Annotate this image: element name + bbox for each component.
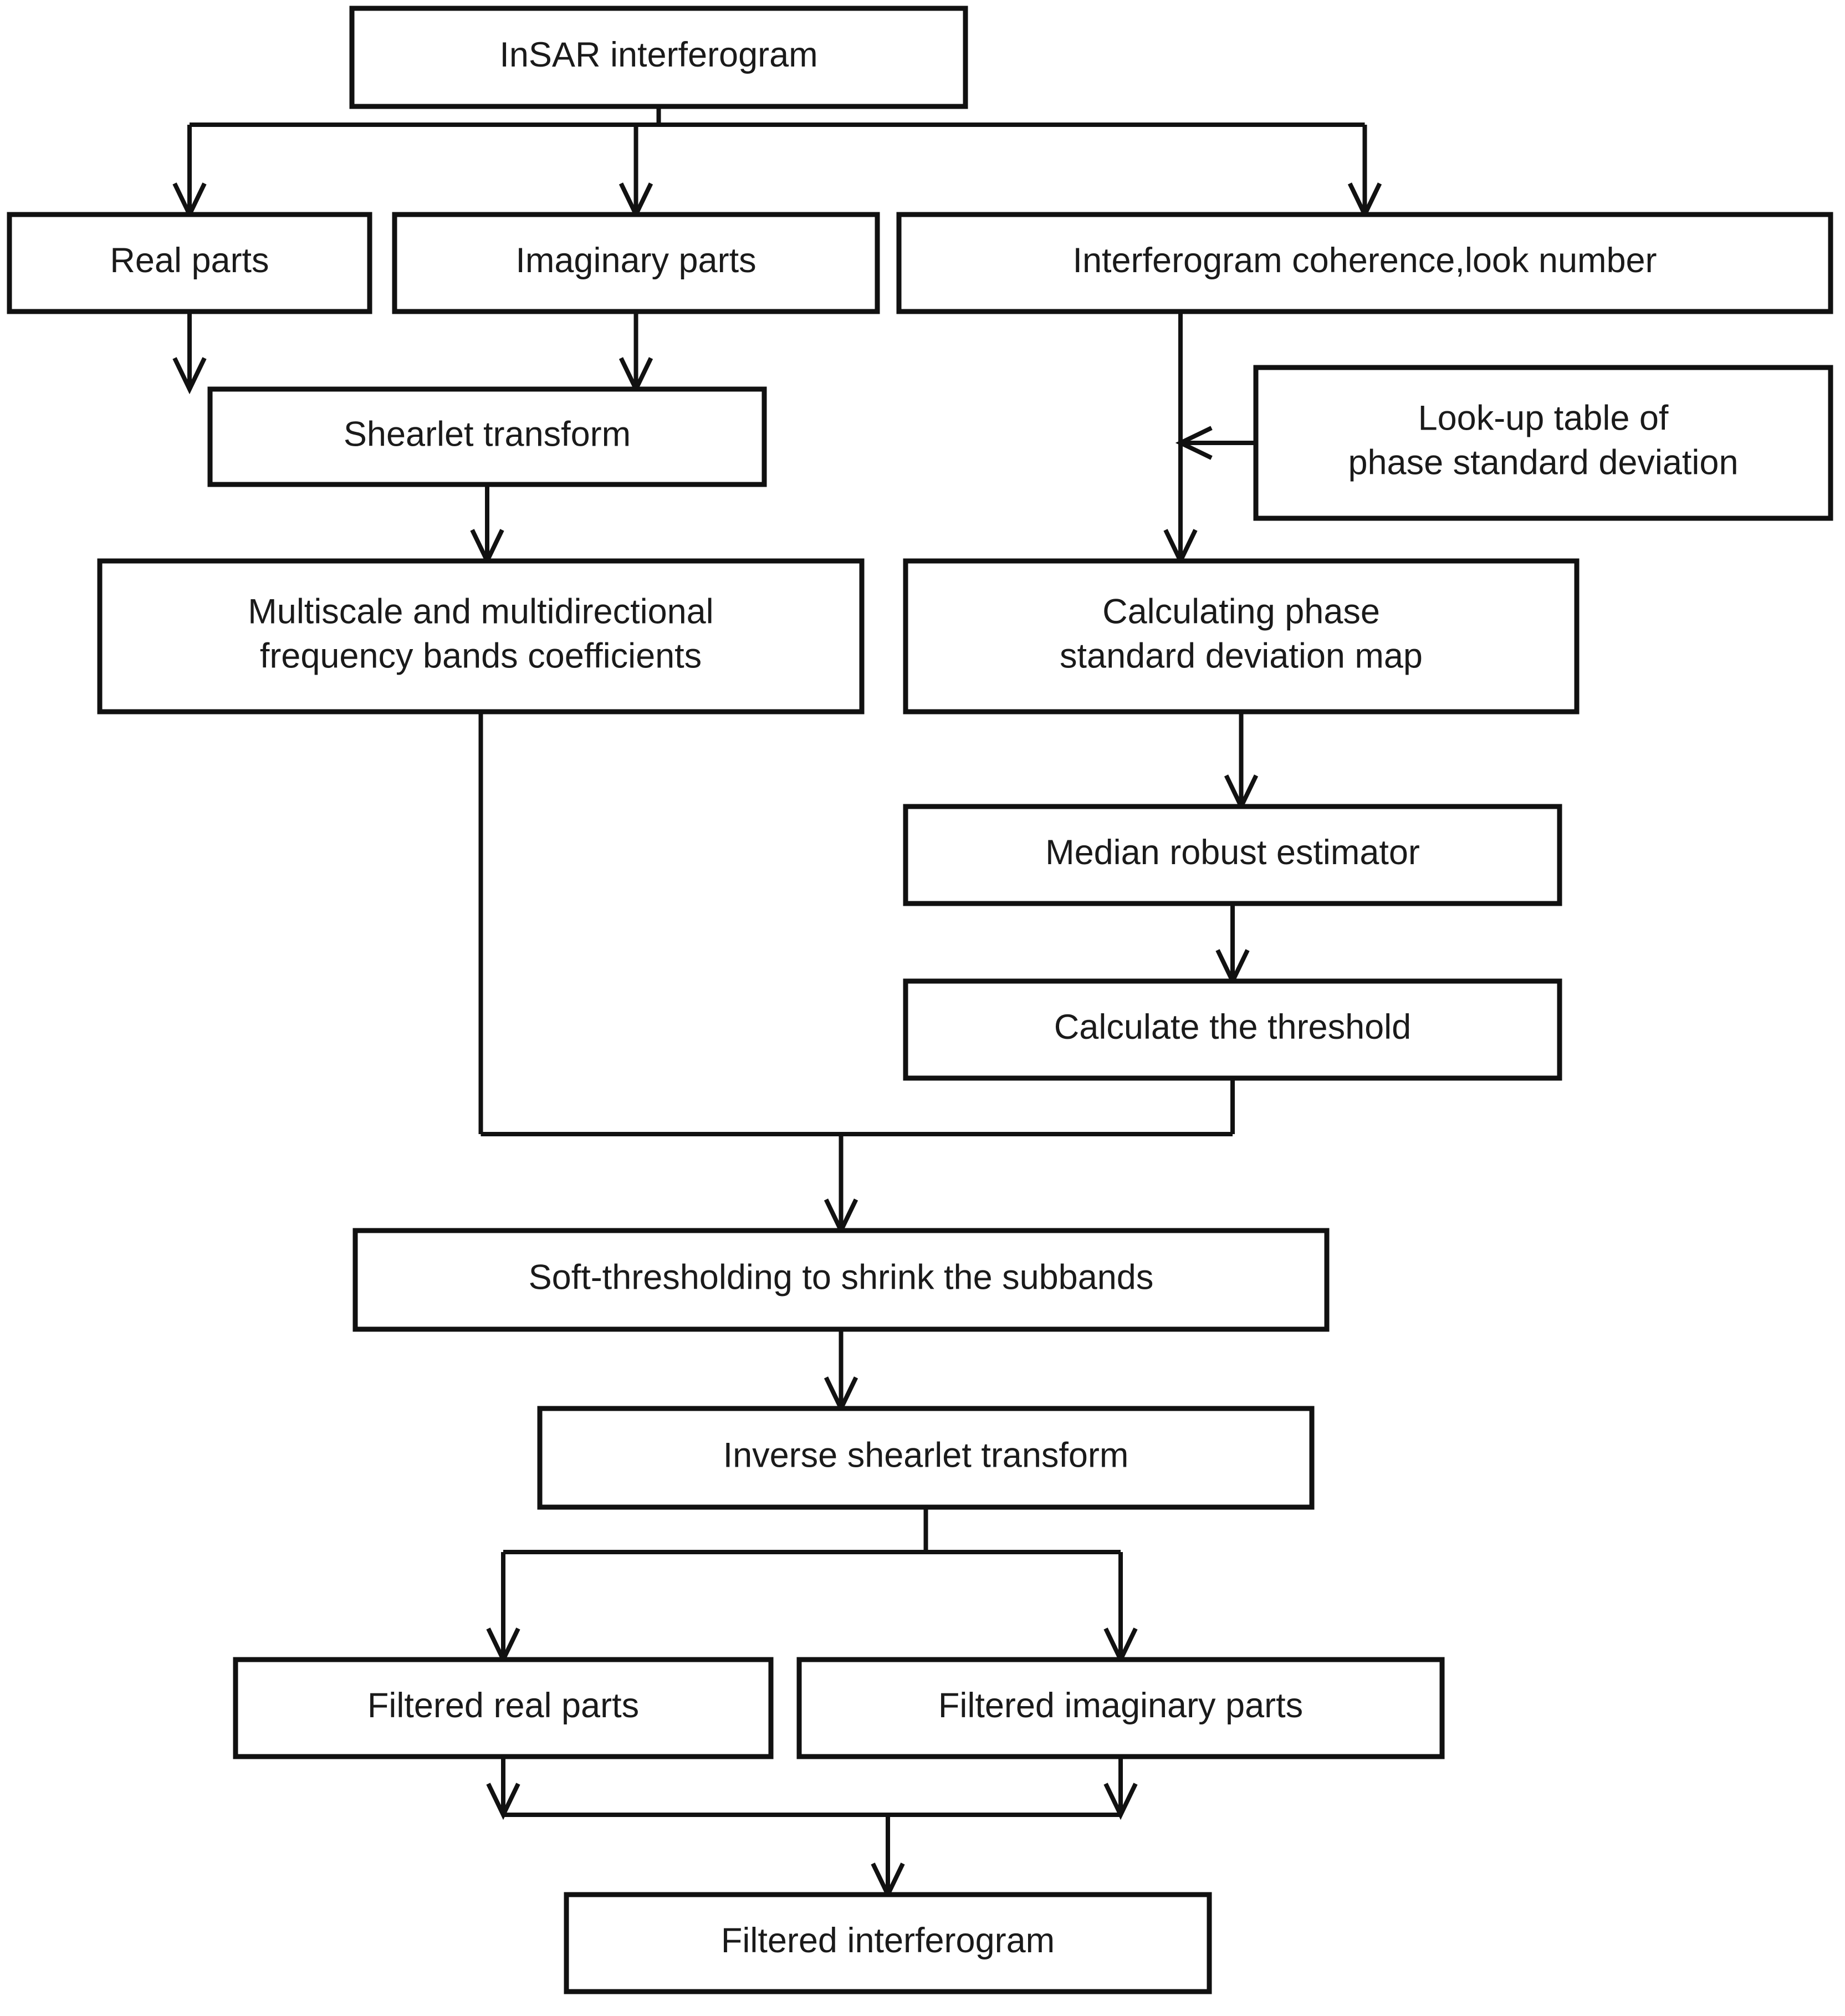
node-n11: Soft-thresholding to shrink the subbands	[352, 1228, 1330, 1332]
node-label: Inverse shearlet transform	[723, 1436, 1129, 1475]
node-box	[564, 1892, 1212, 1994]
node-n5: Shearlet transform	[207, 386, 767, 487]
node-box	[903, 558, 1580, 714]
node-box	[7, 212, 372, 314]
node-box	[537, 1406, 1315, 1510]
node-box	[903, 804, 1562, 906]
node-label: Calculating phase	[1102, 593, 1380, 631]
node-box	[903, 978, 1562, 1081]
node-label: Interferogram coherence,look number	[1072, 241, 1657, 280]
node-label: Imaginary parts	[515, 241, 756, 280]
node-label: InSAR interferogram	[499, 35, 817, 74]
node-box	[97, 558, 865, 714]
node-label: Filtered imaginary parts	[938, 1686, 1303, 1725]
node-n3: Imaginary parts	[392, 212, 880, 314]
node-label: phase standard deviation	[1348, 443, 1738, 482]
node-n9: Median robust estimator	[903, 804, 1562, 906]
node-label: Shearlet transform	[344, 415, 631, 454]
node-label: Soft-thresholding to shrink the subbands	[529, 1258, 1154, 1297]
node-n13: Filtered real parts	[233, 1657, 774, 1759]
edges-layer	[172, 106, 1382, 1900]
node-label: Median robust estimator	[1045, 833, 1420, 872]
node-label: Look-up table of	[1418, 399, 1669, 438]
node-n4: Interferogram coherence,look number	[896, 212, 1833, 314]
node-box	[1253, 365, 1833, 521]
node-box	[233, 1657, 774, 1759]
node-box	[349, 6, 968, 109]
node-n2: Real parts	[7, 212, 372, 314]
node-n1: InSAR interferogram	[349, 6, 968, 109]
node-label: frequency bands coefficients	[260, 637, 702, 676]
arrowhead-to-shearlet-left	[172, 357, 207, 395]
node-label: Multiscale and multidirectional	[248, 593, 713, 631]
node-n6: Look-up table of phase standard deviation	[1253, 365, 1833, 521]
node-n7: Multiscale and multidirectional frequency…	[97, 558, 865, 714]
node-label: standard deviation map	[1060, 637, 1423, 676]
arrowhead-lookup-to-trunk	[1175, 426, 1213, 460]
node-n8: Calculating phase standard deviation map	[903, 558, 1580, 714]
node-n12: Inverse shearlet transform	[537, 1406, 1315, 1510]
node-box	[796, 1657, 1445, 1759]
node-label: Filtered real parts	[367, 1686, 639, 1725]
node-label: Filtered interferogram	[721, 1921, 1055, 1960]
node-box	[392, 212, 880, 314]
node-n15: Filtered interferogram	[564, 1892, 1212, 1994]
node-label: Calculate the threshold	[1054, 1008, 1411, 1047]
node-n14: Filtered imaginary parts	[796, 1657, 1445, 1759]
node-box	[896, 212, 1833, 314]
node-box	[207, 386, 767, 487]
node-box	[352, 1228, 1330, 1332]
node-n10: Calculate the threshold	[903, 978, 1562, 1081]
node-label: Real parts	[110, 241, 269, 280]
